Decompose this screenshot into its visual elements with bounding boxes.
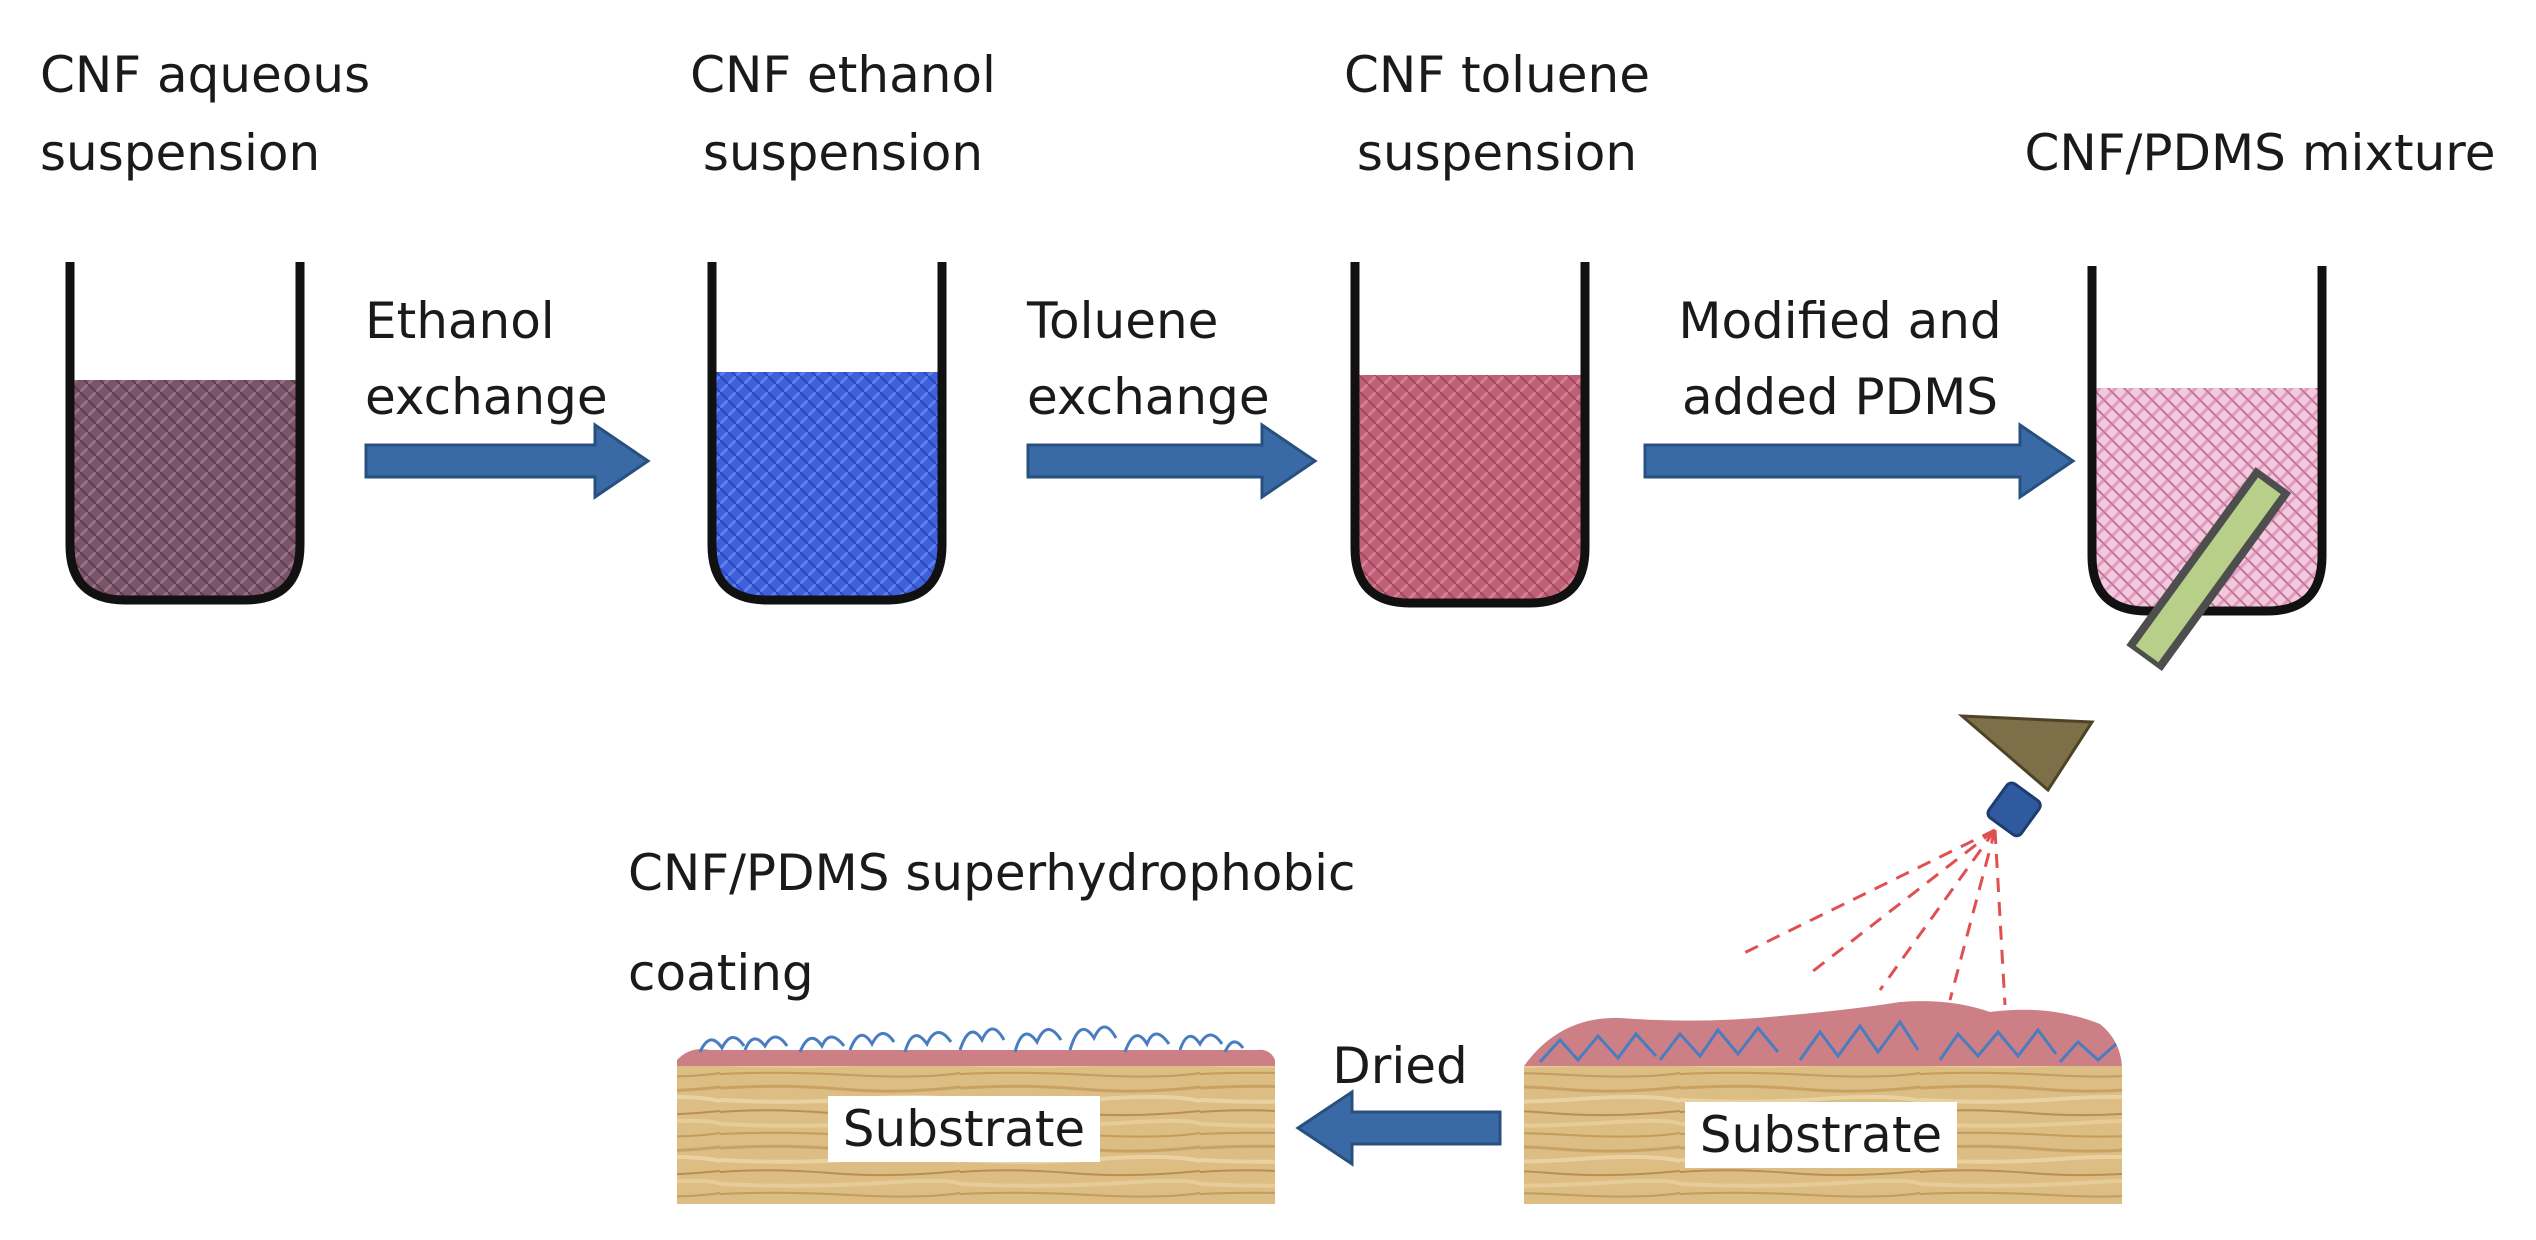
beaker-label-line2: suspension xyxy=(1357,124,1637,182)
beaker-label-line1: CNF ethanol xyxy=(690,46,996,104)
beaker-label-mixture: CNF/PDMS mixture xyxy=(2024,124,2495,182)
beaker-label-line2: suspension xyxy=(40,124,320,182)
substrate-left: Substrate xyxy=(677,1025,1275,1204)
right-arrow-icon xyxy=(364,422,651,500)
sprayer-body xyxy=(2126,467,2292,672)
substrate-label-box xyxy=(1685,1102,1957,1168)
step-modified-added-pdms: Modified and added PDMS xyxy=(1643,292,2076,500)
right-arrow-icon xyxy=(1026,422,1318,500)
beaker-icon xyxy=(707,262,947,605)
beaker-label-line2: suspension xyxy=(703,124,983,182)
substrate-label: Substrate xyxy=(843,1100,1085,1158)
dried-label: Dried xyxy=(1332,1037,1467,1095)
beaker-label-aqueous: CNF aqueous suspension xyxy=(40,46,370,182)
coating-layer xyxy=(677,1049,1275,1066)
step-label-line1: Ethanol xyxy=(365,292,555,350)
coating-label: CNF/PDMS superhydrophobic coating xyxy=(628,844,1355,1002)
beaker-ethanol xyxy=(707,262,947,605)
spray-gun-icon xyxy=(1957,467,2292,838)
beaker-label-ethanol: CNF ethanol suspension xyxy=(690,46,996,182)
beaker-label-line1: CNF/PDMS mixture xyxy=(2024,124,2495,182)
liquid-toluene xyxy=(1355,375,1585,603)
step-label-line2: exchange xyxy=(1027,368,1270,426)
beaker-mixture xyxy=(2087,266,2327,616)
right-arrow-icon xyxy=(1643,422,2076,500)
beaker-label-line1: CNF toluene xyxy=(1344,46,1650,104)
step-label-line1: Modified and xyxy=(1678,292,2001,350)
beaker-label-line1: CNF aqueous xyxy=(40,46,370,104)
beaker-icon xyxy=(1350,262,1590,608)
step-ethanol-exchange: Ethanol exchange xyxy=(364,292,651,500)
step-toluene-exchange: Toluene exchange xyxy=(1026,292,1318,500)
liquid-ethanol xyxy=(712,372,942,600)
liquid-mixture xyxy=(2092,388,2322,611)
step-label-line1: Toluene xyxy=(1026,292,1218,350)
beaker-label-toluene: CNF toluene suspension xyxy=(1344,46,1650,182)
beaker-icon xyxy=(65,262,305,605)
sprayer-nozzle xyxy=(1957,714,2095,793)
left-arrow-icon xyxy=(1295,1089,1502,1167)
step-dried: Dried xyxy=(1295,1037,1502,1167)
coating-label-line2: coating xyxy=(628,944,814,1002)
spray-mist xyxy=(1739,828,2007,1006)
beaker-icon xyxy=(2087,266,2327,616)
coating-label-line1: CNF/PDMS superhydrophobic xyxy=(628,844,1355,902)
fiber-network xyxy=(1538,1019,2117,1064)
liquid-aqueous xyxy=(70,380,300,600)
substrate-label: Substrate xyxy=(1700,1106,1942,1164)
substrate-right: Substrate xyxy=(1524,1001,2122,1204)
step-label-line2: added PDMS xyxy=(1682,368,1998,426)
step-label-line2: exchange xyxy=(365,368,608,426)
substrate-label-box xyxy=(828,1096,1100,1162)
sprayer-tip xyxy=(1986,781,2042,838)
beaker-aqueous xyxy=(65,262,305,605)
fiber-tips xyxy=(698,1025,1245,1053)
beaker-toluene xyxy=(1350,262,1590,608)
